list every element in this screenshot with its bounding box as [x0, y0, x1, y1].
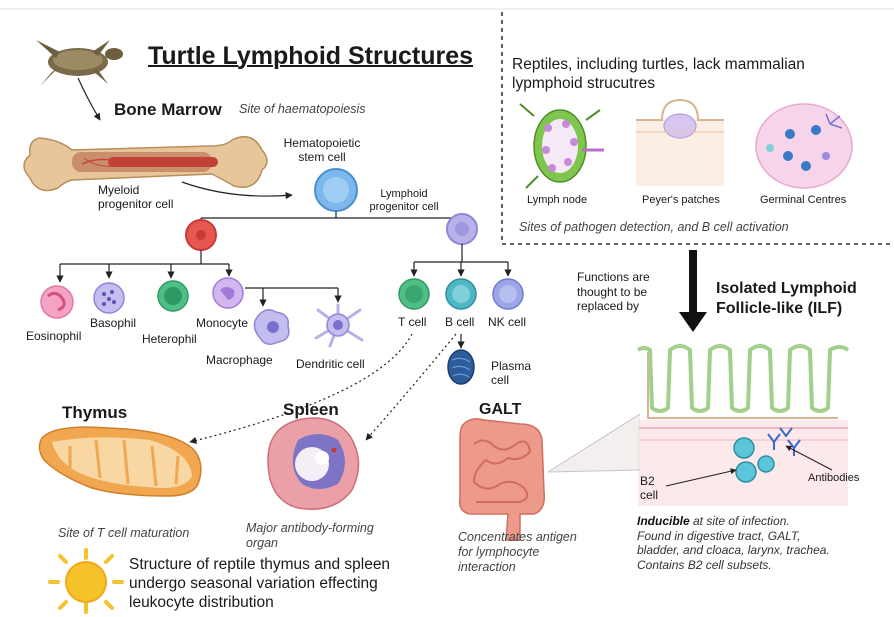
peyers-patches-label: Peyer's patches — [642, 194, 720, 207]
bone-marrow-desc: Site of haematopoiesis — [239, 102, 365, 116]
nk-cell — [493, 279, 523, 309]
bone-marrow-illustration — [24, 137, 267, 191]
inducible-rest: at site of infection. — [690, 514, 790, 528]
ilf-desc: Inducible at site of infection. Found in… — [637, 514, 830, 573]
spleen-label: Spleen — [283, 400, 339, 420]
thymus-desc: Site of T cell maturation — [58, 526, 189, 540]
turtle-icon — [36, 40, 123, 86]
eosinophil-cell — [41, 286, 73, 318]
monocyte-cell — [213, 278, 243, 308]
replaced-by-arrow — [679, 250, 707, 332]
galt-illustration — [460, 419, 545, 540]
tcell-label: T cell — [398, 316, 426, 330]
bcell-label: B cell — [445, 316, 474, 330]
macrophage-label: Macrophage — [206, 354, 273, 368]
galt-label: GALT — [479, 401, 521, 419]
spleen-illustration — [268, 418, 359, 509]
antibodies-label: Antibodies — [808, 472, 859, 485]
dendritic-label: Dendritic cell — [296, 358, 365, 372]
dendritic-cell — [316, 305, 362, 346]
inducible-bold: Inducible — [637, 514, 690, 528]
peyers-patches-illustration — [636, 100, 724, 186]
eosinophil-label: Eosinophil — [26, 330, 81, 344]
heterophil-label: Heterophil — [142, 333, 197, 347]
monocyte-label: Monocyte — [196, 317, 248, 331]
macrophage-cell — [254, 310, 288, 345]
heterophil-cell — [158, 281, 188, 311]
basophil-cell — [94, 283, 124, 313]
reptiles-caption: Sites of pathogen detection, and B cell … — [519, 220, 789, 234]
germinal-centres-label: Germinal Centres — [760, 194, 846, 207]
thymus-label: Thymus — [62, 403, 127, 423]
t-cell — [399, 279, 429, 309]
b-cell — [446, 279, 476, 309]
sun-icon — [50, 550, 122, 612]
reptiles-heading: Reptiles, including turtles, lack mammal… — [512, 56, 805, 94]
page-title: Turtle Lymphoid Structures — [148, 42, 473, 71]
bone-marrow-label: Bone Marrow — [114, 100, 222, 120]
basophil-label: Basophil — [90, 317, 136, 331]
thymus-illustration — [39, 427, 200, 496]
plasma-cell — [448, 350, 474, 384]
lymph-node-illustration — [520, 104, 604, 188]
lymph-node-label: Lymph node — [527, 194, 587, 207]
nkcell-label: NK cell — [488, 316, 526, 330]
germinal-centres-illustration — [756, 104, 852, 188]
